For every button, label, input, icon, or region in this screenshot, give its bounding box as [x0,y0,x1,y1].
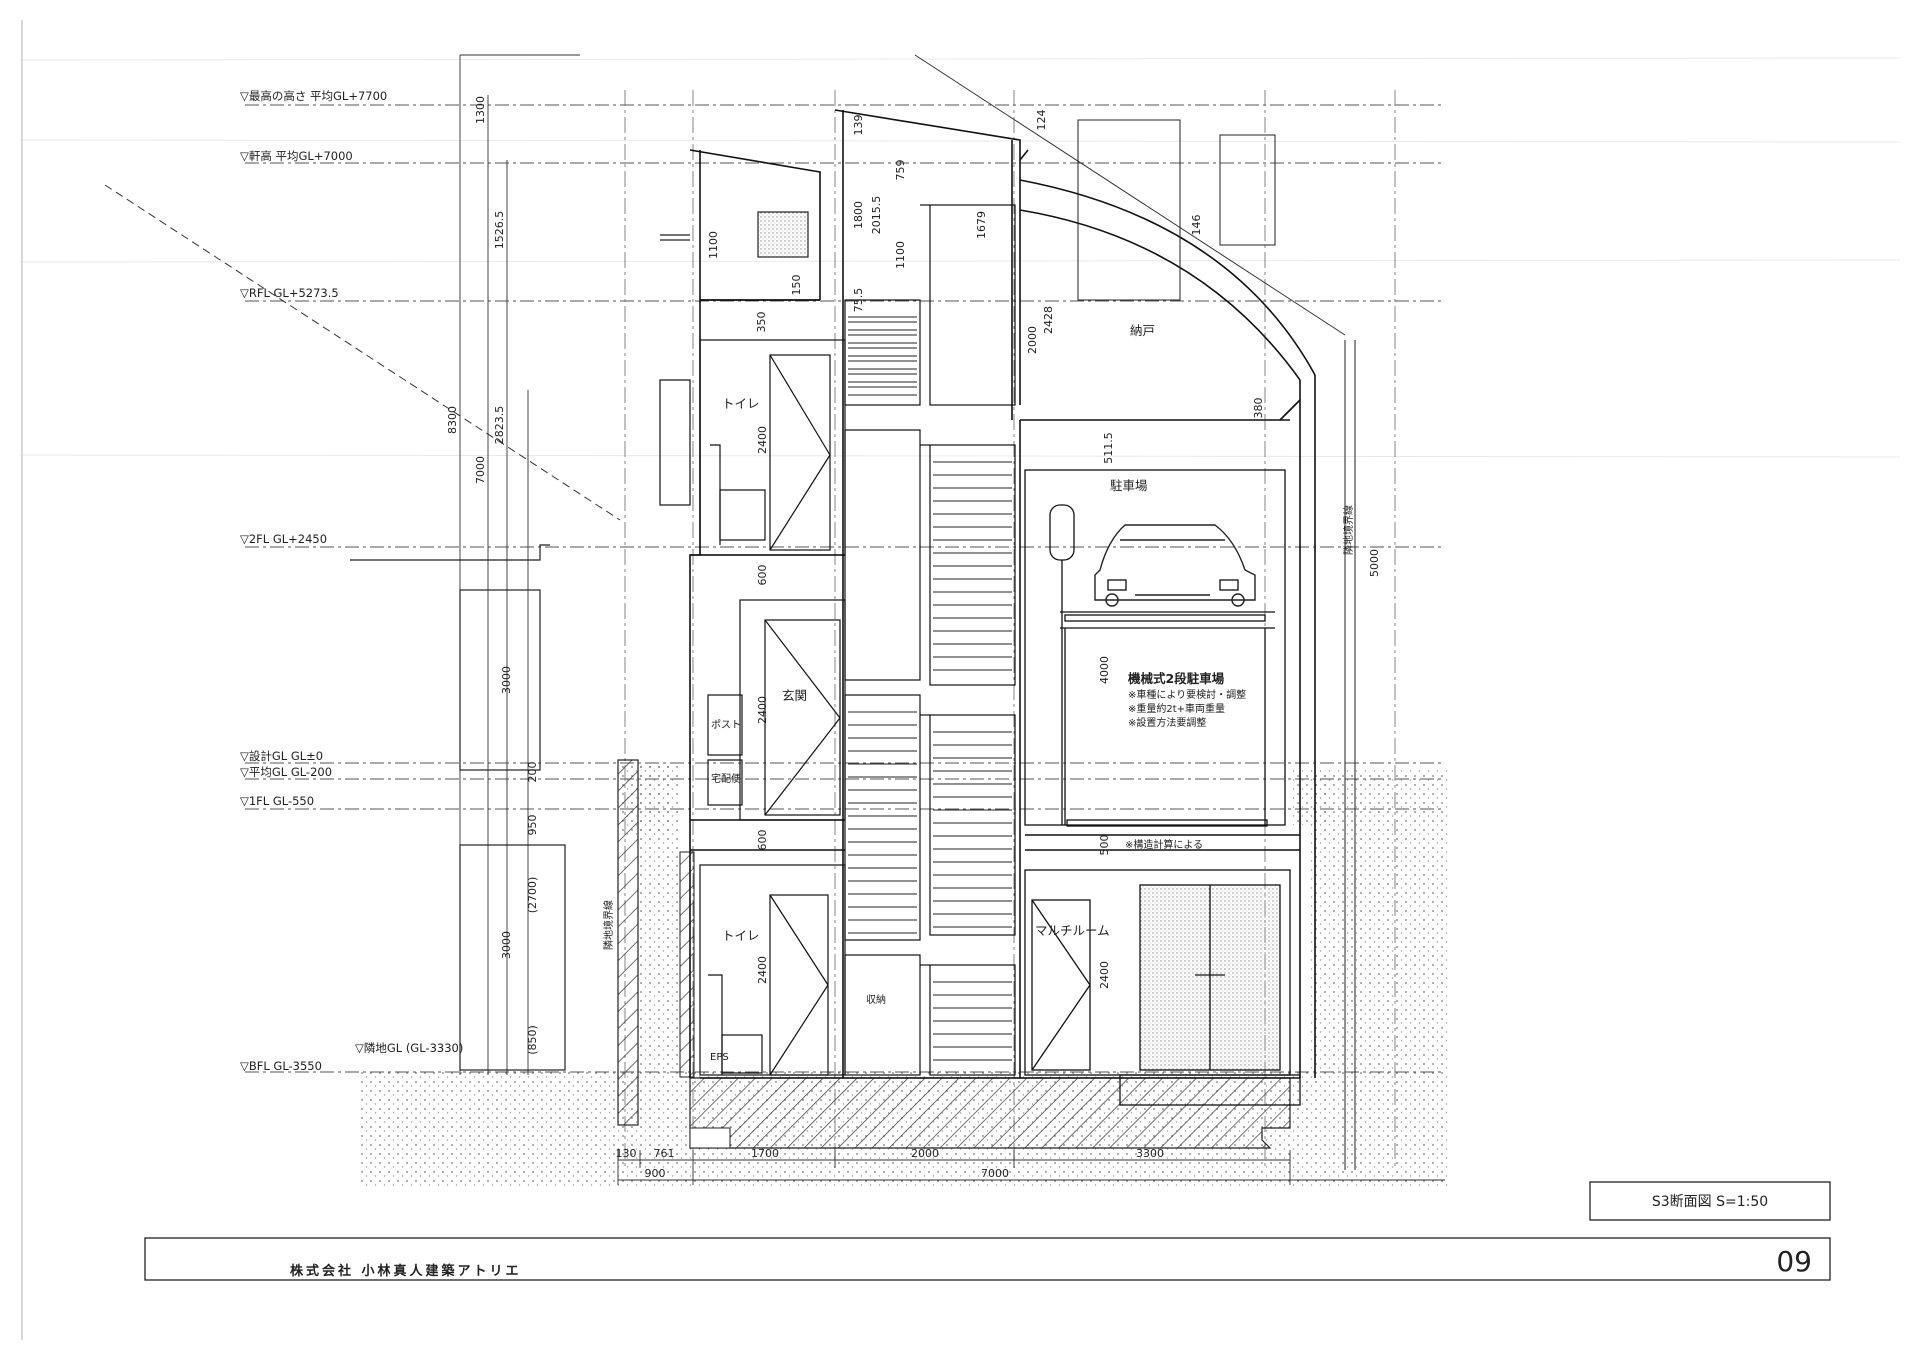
dim-h-900: 900 [645,1167,666,1180]
level-design-gl-label: ▽設計GL GL±0 [240,749,323,763]
level-adjacent-gl-label: ▽隣地GL (GL-3330) [355,1041,463,1055]
room-multi: マルチルーム [1035,923,1110,938]
dim-3000-upper: 3000 [500,666,513,694]
dim-1526: 1526.5 [493,211,506,250]
dim-2428: 2428 [1042,306,1055,334]
horizontal-dimensions: 130 761 1700 2000 3300 900 7000 [616,1147,1165,1180]
level-avg-gl-label: ▽平均GL GL-200 [240,765,332,779]
level-rfl-label: ▽RFL GL+5273.5 [240,286,339,300]
parking-room [1024,469,1286,827]
dim-2700: (2700) [526,877,539,914]
dim-950: 950 [526,815,539,836]
room-dimensions: 1100 150 350 2400 600 2400 600 2400 1800… [707,110,1381,990]
stair-flights [848,316,1012,1061]
dim-139: 139 [852,115,865,136]
dim-2823: 2823.5 [493,406,506,445]
dim-1100-b: 1100 [894,241,907,269]
room-delivery-box: 宅配便 [711,772,741,785]
stair-core [844,204,1016,1076]
dim-7000: 7000 [474,456,487,484]
dim-1679: 1679 [975,211,988,239]
level-eave-label: ▽軒高 平均GL+7000 [240,149,353,163]
dim-2400-d: 2400 [1098,961,1111,989]
dim-200: 200 [526,762,539,783]
inner-dimensions: 1526.5 2823.5 3000 200 950 (2700) 3000 (… [493,211,539,1055]
room-labels: トイレ 玄関 ポスト 宅配便 トイレ 収納 マルチルーム 駐車場 納戸 EPS [710,323,1155,1063]
level-top-label: ▽最高の高さ 平均GL+7700 [240,89,387,103]
dim-759: 759 [894,160,907,181]
dim-2400-c: 2400 [756,956,769,984]
dim-600-b: 600 [756,830,769,851]
dim-h-3300: 3300 [1136,1147,1164,1160]
level-1fl-label: ▽1FL GL-550 [240,794,314,808]
dim-2000: 2000 [1026,326,1039,354]
parking-note-3: ※設置方法要調整 [1128,716,1206,729]
dim-h-761: 761 [654,1147,675,1160]
attic-window-2 [1077,119,1181,301]
dim-500: 500 [1098,835,1111,856]
room-storage: 収納 [866,993,886,1006]
title-block: S3断面図 S=1:50 株式会社 小林真人建築アトリエ 09 [144,1181,1831,1281]
dim-1800: 1800 [852,201,865,229]
adjacent-building [350,544,566,1071]
level-bfl-label: ▽BFL GL-3550 [240,1059,322,1073]
dim-124: 124 [1035,110,1048,131]
dim-8300: 8300 [446,406,459,434]
multi-room [1024,869,1301,1106]
parking-note-2: ※重量約2t+車両重量 [1128,702,1225,715]
boundary-right-label: 隣地境界線 [1342,505,1355,555]
dim-2015: 2015.5 [870,196,883,235]
outer-dimensions: 1300 7000 8300 [446,96,487,484]
room-toilet-upper: トイレ [722,396,760,411]
dim-4000: 4000 [1098,656,1111,684]
parking-note-1: ※車種により要検討・調整 [1128,688,1246,701]
dim-h-1700: 1700 [751,1147,779,1160]
boundary-left-label: 隣地境界線 [602,900,615,950]
vertical-dimension-lines [459,54,580,1075]
page-number: 09 [1776,1245,1812,1278]
dim-2400-b: 2400 [756,696,769,724]
room-entrance: 玄関 [782,688,807,703]
room-toilet-lower: トイレ [722,928,760,943]
dim-5000: 5000 [1368,549,1381,577]
level-2fl-label: ▽2FL GL+2450 [240,532,327,546]
retaining-wall [617,759,1291,1149]
room-attic: 納戸 [1130,323,1155,338]
dim-75: 75.5 [852,288,865,313]
dim-380: 380 [1252,398,1265,419]
setback-lines [104,184,621,521]
scan-texture [19,57,1901,458]
dim-3000-lower: 3000 [500,931,513,959]
attic-window [1219,134,1276,246]
dim-511: 511.5 [1102,432,1115,464]
dim-h-2000: 2000 [911,1147,939,1160]
dim-600-a: 600 [756,565,769,586]
dim-h-130: 130 [616,1147,637,1160]
parking-title: 機械式2段駐車場 [1128,671,1225,686]
firm-name: 株式会社 小林真人建築アトリエ [290,1263,522,1279]
dim-850: (850) [526,1025,539,1055]
dim-350: 350 [755,312,768,333]
structure-note: ※構造計算による [1125,838,1203,851]
level-labels: ▽最高の高さ 平均GL+7700 ▽軒高 平均GL+7000 ▽RFL GL+5… [240,89,463,1073]
room-eps: EPS [710,1052,729,1063]
roof-deck [660,211,809,258]
dim-146: 146 [1190,215,1203,236]
dim-1100-a: 1100 [707,231,720,259]
car-illustration [1094,524,1256,607]
horizontal-dimension-lines [617,1150,1445,1185]
parking-notes: 機械式2段駐車場 ※車種により要検討・調整 ※重量約2t+車両重量 ※設置方法要… [602,505,1355,950]
room-post: ポスト [711,719,741,731]
dim-150: 150 [790,275,803,296]
room-parking: 駐車場 [1110,478,1148,493]
dim-h-7000: 7000 [981,1167,1009,1180]
drawing-title: S3断面図 S=1:50 [1652,1194,1768,1210]
dim-1300: 1300 [474,96,487,124]
dim-2400-a: 2400 [756,426,769,454]
